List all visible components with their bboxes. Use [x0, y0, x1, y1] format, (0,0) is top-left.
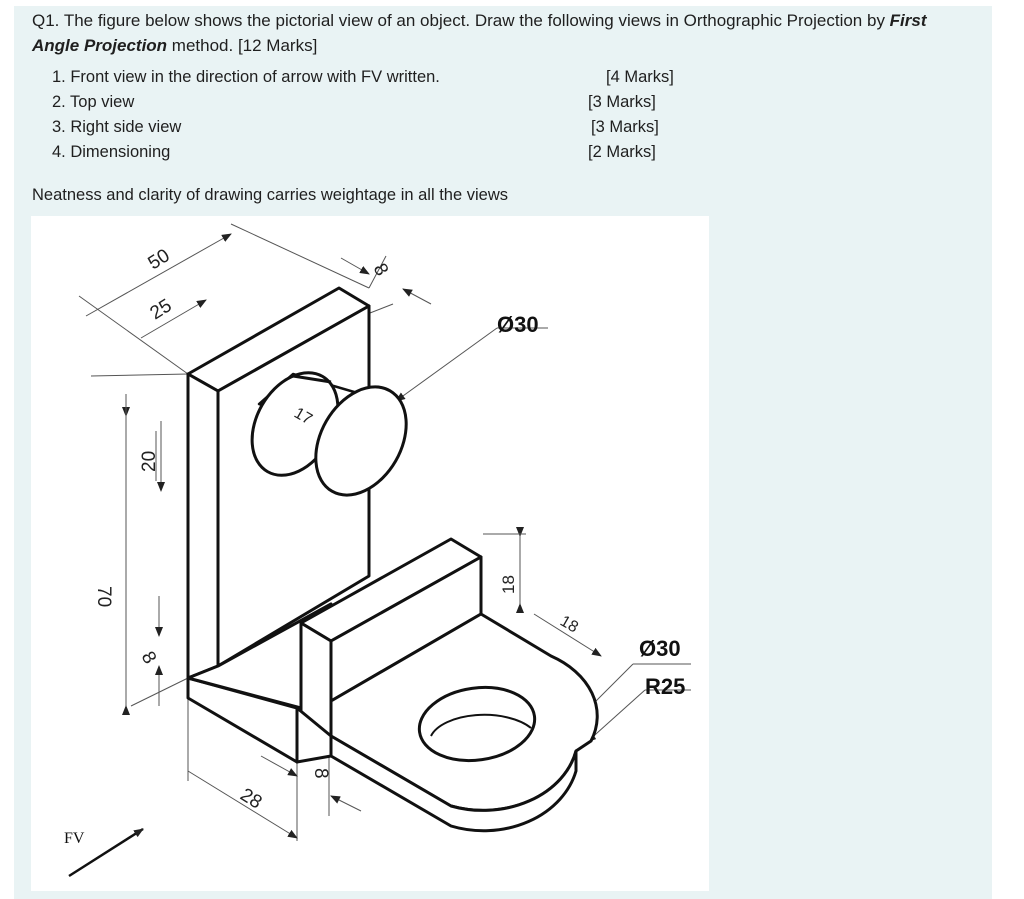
- task-marks-3: [3 Marks]: [591, 118, 659, 136]
- question-prefix: Q1. The figure below shows the pictorial…: [32, 11, 890, 30]
- task-item-2: 2. Top view: [52, 93, 135, 111]
- task-item-4: 4. Dimensioning: [52, 143, 171, 161]
- task-marks-4: [2 Marks]: [588, 143, 656, 161]
- dim-phi30-right: Ø30: [639, 636, 681, 661]
- dim-phi30-top: Ø30: [497, 312, 539, 337]
- dim-28: 28: [236, 784, 265, 813]
- question-text: Q1. The figure below shows the pictorial…: [32, 8, 972, 58]
- task-marks-2: [3 Marks]: [588, 93, 656, 111]
- task-item-1: 1. Front view in the direction of arrow …: [52, 68, 440, 86]
- dim-8-bottom: 8: [310, 768, 331, 779]
- neatness-note: Neatness and clarity of drawing carries …: [32, 186, 508, 204]
- top-divider: [14, 0, 992, 6]
- task-item-3: 3. Right side view: [52, 118, 182, 136]
- dim-8-left: 8: [137, 648, 160, 668]
- isometric-drawing: FV 50 25 8 Ø30 17 20 70 8 18 18 Ø30 R25 …: [64, 223, 691, 878]
- question-suffix: method. [12 Marks]: [167, 36, 318, 55]
- task-marks-1: [4 Marks]: [606, 68, 674, 86]
- dim-50: 50: [145, 245, 174, 274]
- pictorial-figure: FV 50 25 8 Ø30 17 20 70 8 18 18 Ø30 R25 …: [31, 216, 709, 891]
- question-emphasis-angle: Angle Projection: [32, 36, 168, 55]
- dim-18-diagonal: 18: [557, 613, 581, 637]
- fv-label: FV: [64, 830, 85, 847]
- fv-direction-arrow: [68, 827, 144, 878]
- dim-70: 70: [93, 586, 114, 607]
- dim-20: 20: [139, 451, 160, 472]
- dim-8-top: 8: [369, 260, 392, 280]
- object-outline: [186, 286, 599, 833]
- dim-18-vertical: 18: [499, 575, 518, 594]
- dim-17: 17: [291, 405, 315, 429]
- dim-r25: R25: [645, 674, 685, 699]
- question-emphasis-first: First: [889, 11, 927, 30]
